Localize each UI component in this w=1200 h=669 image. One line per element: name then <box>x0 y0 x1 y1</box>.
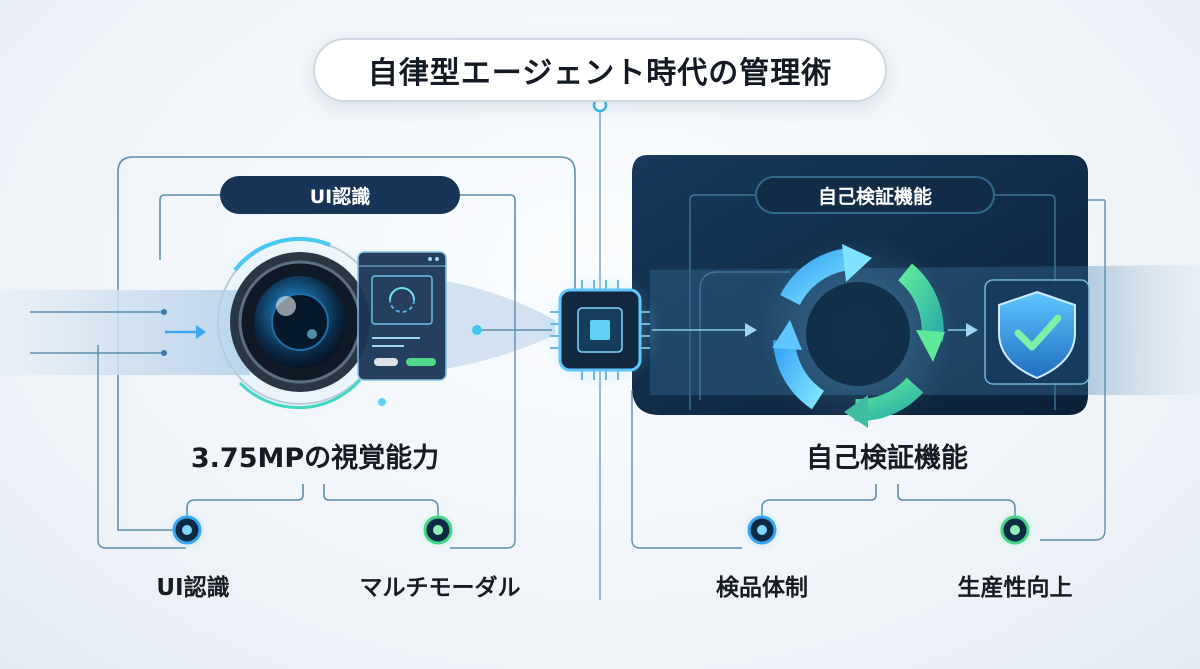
left-panel <box>0 156 576 550</box>
input-dot-2 <box>161 350 167 356</box>
chip-icon <box>538 268 662 392</box>
left-panel-header: UI認識 <box>220 176 460 214</box>
left-frame-inner <box>159 194 516 290</box>
node-label-inspection: 検品体制 <box>716 575 808 601</box>
camera-lens-icon <box>205 227 395 417</box>
node-multimodal <box>418 510 458 550</box>
node-ui-recognition <box>167 510 207 550</box>
shield-check-icon <box>984 279 1090 385</box>
node-inspection <box>742 510 782 550</box>
left-sparkle <box>378 398 386 406</box>
right-caption: 自己検証機能 <box>806 443 968 474</box>
left-caption: 3.75MPの視覚能力 <box>190 443 440 474</box>
page-title: 自律型エージェント時代の管理術 <box>313 38 887 102</box>
left-funnel-beam <box>440 280 555 370</box>
input-arrow-head <box>196 325 206 339</box>
right-frame-outer <box>1040 199 1106 541</box>
left-outer-route <box>450 290 516 549</box>
refresh-cycle-icon <box>758 234 958 434</box>
right-frame-inner <box>689 194 1056 410</box>
left-node-dot-mid <box>472 325 482 335</box>
cycle-arrow-head-out <box>966 323 978 337</box>
left-lower-route <box>97 345 186 549</box>
left-caption-bracket <box>186 484 304 528</box>
ui-window-icon <box>357 251 447 381</box>
input-dot-1 <box>161 309 167 315</box>
right-upper-route <box>699 271 790 400</box>
left-data-beam <box>0 290 250 375</box>
node-productivity <box>995 510 1035 550</box>
right-caption-bracket <box>761 484 877 528</box>
node-label-productivity: 生産性向上 <box>957 575 1073 601</box>
node-label-ui-recognition: UI認識 <box>156 575 230 601</box>
cycle-arrow-head-in <box>745 323 757 337</box>
right-panel-header: 自己検証機能 <box>755 176 995 214</box>
left-caption-bracket-2 <box>323 484 439 528</box>
right-caption-bracket-2 <box>897 484 1016 528</box>
right-panel <box>631 155 1200 550</box>
right-outer-route-left <box>631 390 742 549</box>
node-label-multimodal: マルチモーダル <box>359 575 521 601</box>
